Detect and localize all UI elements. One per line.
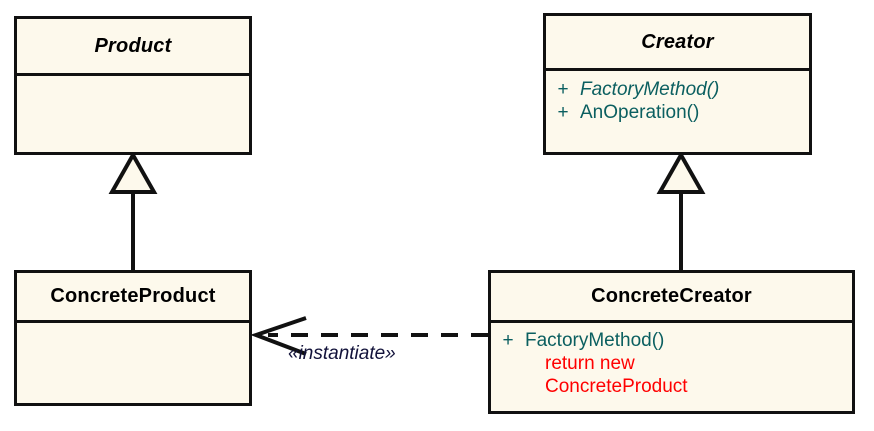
member-signature-factory-method: FactoryMethod(): [525, 330, 665, 351]
class-name-product: Product: [94, 34, 172, 57]
member-signature-an-operation: AnOperation(): [580, 102, 700, 123]
class-box-creator[interactable]: Creator + FactoryMethod() + AnOperation(…: [543, 13, 812, 155]
class-members-product: [17, 73, 249, 152]
class-name-concrete-creator: ConcreteCreator: [591, 285, 752, 307]
member-row: + AnOperation(): [546, 101, 809, 124]
member-visibility-icon: +: [557, 102, 569, 123]
method-body-note-line-1: return new: [545, 353, 635, 374]
member-visibility-icon: +: [557, 79, 569, 100]
method-body-note-line-2: ConcreteProduct: [545, 376, 688, 397]
class-members-concrete-creator: + FactoryMethod() return new ConcretePro…: [491, 320, 852, 411]
generalization-concrete-product-to-product: [108, 150, 158, 270]
class-members-creator: + FactoryMethod() + AnOperation(): [546, 68, 809, 152]
class-box-concrete-product[interactable]: ConcreteProduct: [14, 270, 252, 406]
generalization-triangle-arrowhead: [656, 150, 706, 194]
class-box-concrete-creator[interactable]: ConcreteCreator + FactoryMethod() return…: [488, 270, 855, 414]
member-row: + FactoryMethod(): [491, 329, 852, 352]
class-box-product[interactable]: Product: [14, 16, 252, 155]
member-visibility-icon: +: [502, 330, 514, 351]
generalization-concrete-creator-to-creator: [656, 150, 706, 270]
generalization-triangle-arrowhead: [108, 150, 158, 194]
member-signature-factory-method: FactoryMethod(): [580, 79, 720, 100]
member-row: + FactoryMethod(): [546, 78, 809, 101]
class-name-creator: Creator: [641, 30, 714, 53]
class-name-concrete-product: ConcreteProduct: [50, 285, 216, 307]
class-members-concrete-product: [17, 320, 249, 403]
dependency-stereotype-label: «instantiate»: [288, 343, 396, 364]
